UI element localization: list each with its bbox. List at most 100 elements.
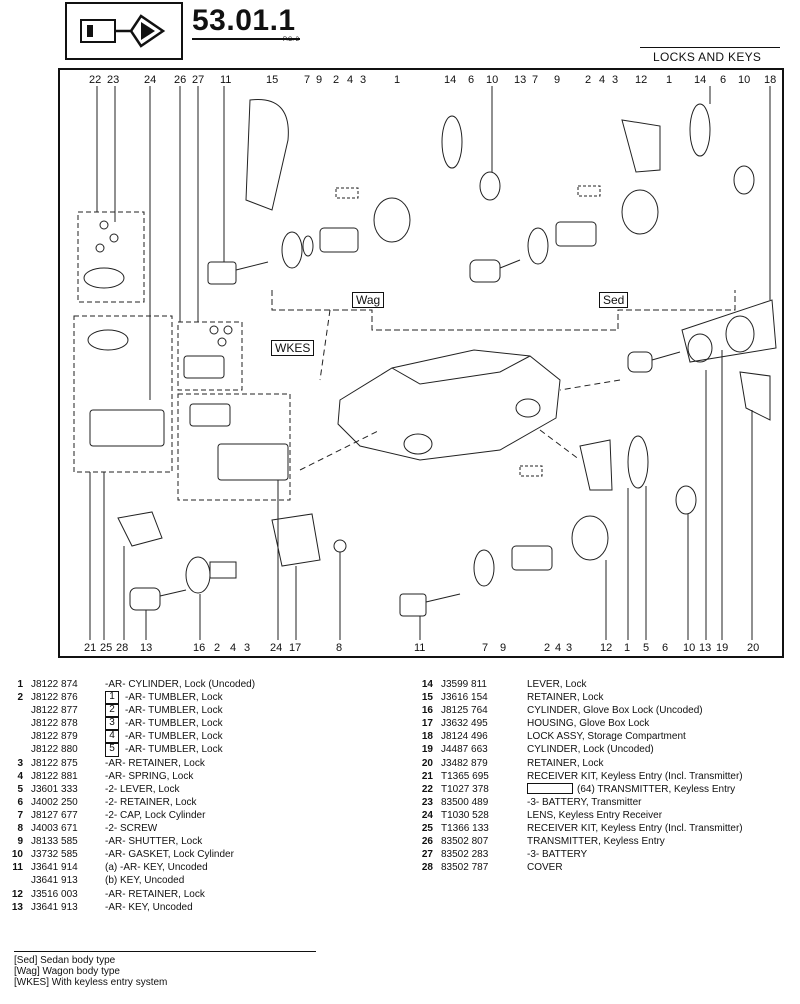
- cylinder-housing-part: [373, 197, 411, 243]
- callout-9-bottom: 9: [500, 642, 507, 654]
- cap-part: [281, 231, 303, 269]
- callout-2-bottom: 2: [214, 642, 221, 654]
- callout-23: 23: [107, 74, 120, 86]
- wkes-tag: WKES: [271, 340, 315, 356]
- shutter-part: [302, 235, 314, 257]
- callout-10b: 10: [738, 74, 751, 86]
- callout-6: 6: [468, 74, 475, 86]
- category-title: LOCKS AND KEYS: [653, 50, 762, 64]
- callout-5: 5: [643, 642, 650, 654]
- category-rule: [640, 47, 780, 48]
- note-wkes: [WKES] With keyless entry system: [14, 977, 168, 988]
- callout-8: 8: [336, 642, 343, 654]
- callout-14b: 14: [694, 74, 707, 86]
- exploded-diagram-frame: [58, 68, 784, 658]
- callout-24-bottom: 24: [270, 642, 283, 654]
- callout-22: 22: [89, 74, 102, 86]
- car-outline: [337, 349, 561, 461]
- callout-15: 15: [266, 74, 279, 86]
- callout-2: 2: [333, 74, 340, 86]
- callout-6-bottom: 6: [662, 642, 669, 654]
- lever-part: [441, 115, 463, 169]
- section-number: 53.01.1: [192, 4, 296, 37]
- callout-11-bottom: 11: [414, 642, 426, 654]
- callout-1-bottom: 1: [624, 642, 631, 654]
- section-icon-box: [65, 2, 183, 60]
- callout-13: 13: [514, 74, 527, 86]
- callout-19: 19: [716, 642, 729, 654]
- callout-26: 26: [174, 74, 187, 86]
- notes: [Sed] Sedan body type [Wag] Wagon body t…: [14, 955, 167, 988]
- callout-12: 12: [635, 74, 648, 86]
- callout-4: 4: [347, 74, 354, 86]
- note-wagon: [Wag] Wagon body type: [14, 966, 120, 977]
- callout-24: 24: [144, 74, 157, 86]
- gasket-part: [479, 171, 501, 201]
- notes-rule: [14, 951, 316, 952]
- callout-12-bottom: 12: [600, 642, 613, 654]
- page-code: P.C. 3: [283, 37, 299, 43]
- callout-7b: 7: [532, 74, 539, 86]
- callout-28: 28: [116, 642, 129, 654]
- callout-4-bottom-b: 4: [555, 642, 562, 654]
- list-item: J3641 913(b) KEY, Uncoded: [31, 875, 185, 887]
- callout-2-bottom-b: 2: [544, 642, 551, 654]
- callout-13-bottom: 13: [140, 642, 153, 654]
- callout-9b: 9: [554, 74, 561, 86]
- callout-3b: 3: [612, 74, 619, 86]
- callout-21: 21: [84, 642, 97, 654]
- callout-2b: 2: [585, 74, 592, 86]
- callout-7: 7: [304, 74, 311, 86]
- key-lock-icon: [80, 14, 166, 48]
- blank-box: [527, 782, 573, 794]
- callout-10: 10: [486, 74, 499, 86]
- note-sedan: [Sed] Sedan body type: [14, 955, 116, 966]
- callout-25: 25: [100, 642, 113, 654]
- callout-13-bottom-b: 13: [699, 642, 712, 654]
- callout-20: 20: [747, 642, 760, 654]
- retainer-part: [245, 99, 289, 211]
- wagon-tag: Wag: [352, 292, 385, 308]
- callout-1b: 1: [666, 74, 673, 86]
- sedan-tag: Sed: [599, 292, 629, 308]
- callout-14: 14: [444, 74, 457, 86]
- callout-6b: 6: [720, 74, 727, 86]
- callout-10-bottom: 10: [683, 642, 696, 654]
- callout-18: 18: [764, 74, 777, 86]
- callout-3-bottom: 3: [244, 642, 251, 654]
- callout-7-bottom: 7: [482, 642, 489, 654]
- callout-4-bottom: 4: [230, 642, 237, 654]
